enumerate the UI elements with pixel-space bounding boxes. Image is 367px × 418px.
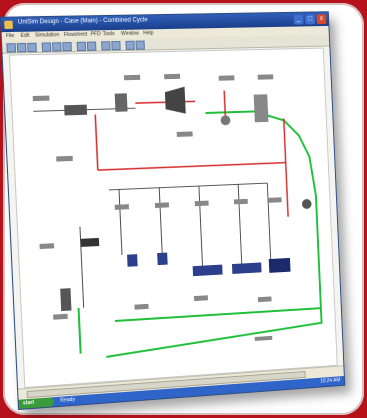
combustor-icon[interactable] bbox=[114, 93, 128, 112]
menu-tools[interactable]: Tools bbox=[102, 31, 115, 38]
drop-line-5 bbox=[267, 183, 271, 267]
status-text: Ready bbox=[60, 396, 76, 404]
condenser-icon[interactable] bbox=[301, 198, 312, 210]
run-icon[interactable] bbox=[101, 41, 111, 51]
drum-icon[interactable] bbox=[60, 288, 72, 312]
clock: 10:24 AM bbox=[320, 377, 341, 385]
save-icon[interactable] bbox=[27, 42, 37, 53]
steam-right-line bbox=[284, 118, 288, 216]
paste-icon[interactable] bbox=[62, 42, 72, 52]
pump-2-icon[interactable] bbox=[156, 252, 168, 266]
compressor-icon[interactable] bbox=[64, 104, 88, 116]
stop-icon[interactable] bbox=[111, 41, 121, 51]
menu-flowsheet[interactable]: Flowsheet bbox=[63, 31, 88, 39]
menu-help[interactable]: Help bbox=[143, 30, 154, 37]
steam-turbine-icon[interactable] bbox=[220, 115, 231, 126]
pump-1-icon[interactable] bbox=[127, 254, 138, 267]
close-button[interactable]: x bbox=[316, 14, 327, 25]
process-lines bbox=[33, 104, 272, 310]
flowsheet-canvas[interactable] bbox=[8, 47, 338, 389]
stream-label-blocks bbox=[32, 73, 282, 341]
new-icon[interactable] bbox=[6, 43, 17, 53]
steam-riser-line bbox=[95, 114, 98, 170]
workbook-icon[interactable] bbox=[125, 40, 135, 50]
drop-line-2 bbox=[158, 187, 163, 253]
application-window: UniSim Design - Case (Main) - Combined C… bbox=[0, 11, 346, 411]
menu-window[interactable]: Window bbox=[120, 30, 140, 37]
steam-lines bbox=[94, 89, 288, 226]
pfd-icon[interactable] bbox=[135, 40, 145, 50]
steam-header-line bbox=[98, 163, 286, 170]
open-icon[interactable] bbox=[16, 42, 27, 53]
start-label: start bbox=[22, 399, 35, 407]
copy-icon[interactable] bbox=[51, 42, 62, 52]
menu-simulation[interactable]: Simulation bbox=[34, 32, 60, 39]
steam-top-line bbox=[134, 100, 196, 104]
maximize-button[interactable]: □ bbox=[305, 14, 316, 25]
feed-bank-2-icon[interactable] bbox=[231, 262, 262, 274]
menu-edit[interactable]: Edit bbox=[20, 32, 30, 39]
drop-line-4 bbox=[238, 184, 242, 268]
heater-icon[interactable] bbox=[80, 237, 100, 247]
zoom-in-icon[interactable] bbox=[76, 41, 87, 52]
start-button[interactable]: start bbox=[18, 397, 55, 409]
menu-file[interactable]: File bbox=[5, 32, 15, 40]
window-title: UniSim Design - Case (Main) - Combined C… bbox=[17, 17, 148, 26]
drop-line-3 bbox=[199, 186, 203, 271]
cut-icon[interactable] bbox=[41, 42, 52, 52]
deaerator-icon[interactable] bbox=[268, 257, 291, 273]
menu-pfd[interactable]: PFD bbox=[90, 31, 101, 38]
zoom-out-icon[interactable] bbox=[86, 41, 97, 51]
app-icon bbox=[4, 20, 13, 30]
minimize-button[interactable]: _ bbox=[293, 14, 304, 25]
hrsg-icon[interactable] bbox=[253, 94, 269, 123]
process-flow-diagram bbox=[10, 73, 336, 368]
water-return-line bbox=[115, 308, 321, 321]
gas-turbine-icon[interactable] bbox=[164, 86, 186, 115]
water-drop-line bbox=[79, 308, 81, 354]
distribution-line bbox=[109, 183, 267, 190]
feed-bank-1-icon[interactable] bbox=[192, 264, 223, 277]
drop-line-1 bbox=[119, 189, 122, 254]
